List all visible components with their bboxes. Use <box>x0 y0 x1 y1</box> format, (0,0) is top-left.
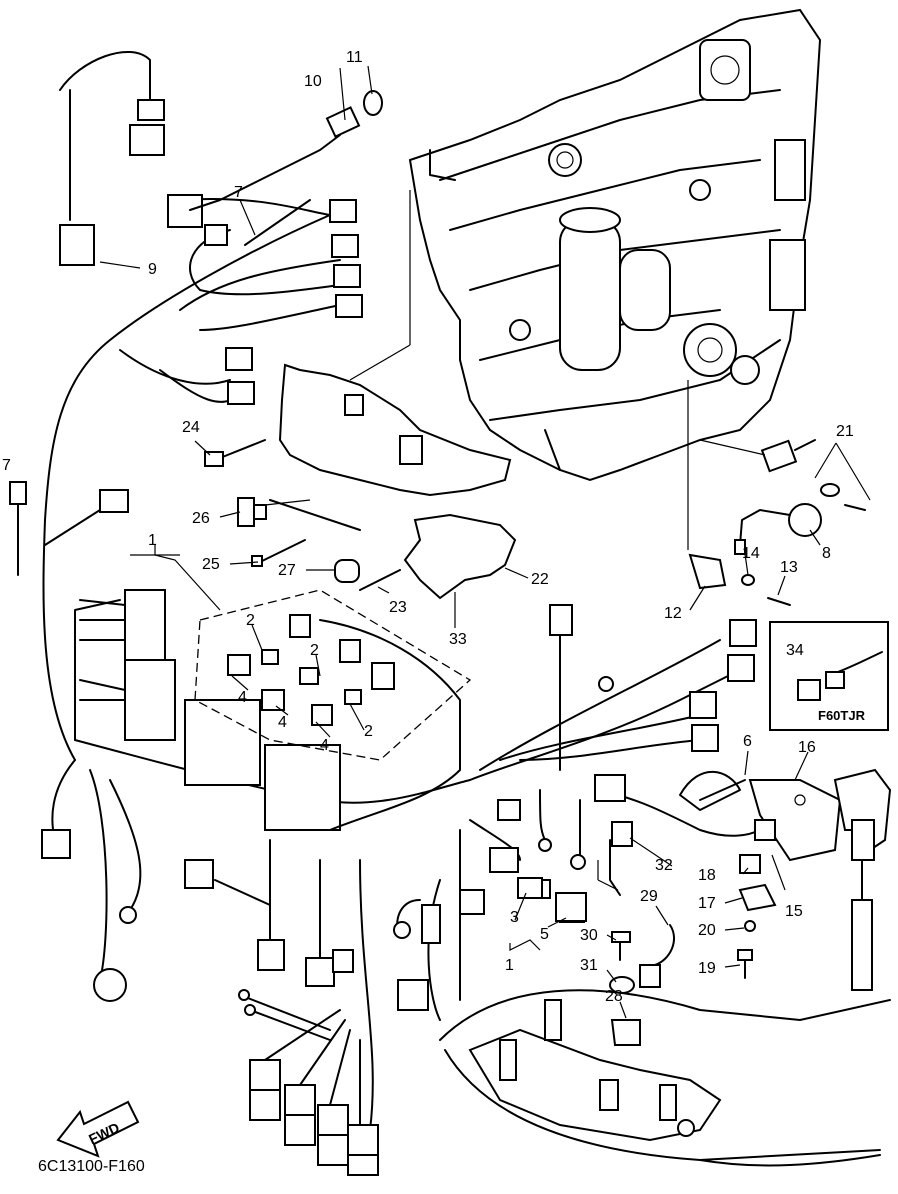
callout-31: 31 <box>580 957 598 974</box>
misc-parts-cover <box>237 497 401 591</box>
callout-20: 20 <box>698 922 716 939</box>
callout-16: 16 <box>798 739 816 756</box>
callout-24: 24 <box>182 419 200 436</box>
callout-33: 33 <box>449 631 467 648</box>
callout-27: 27 <box>278 562 296 579</box>
callout-25: 25 <box>202 556 220 573</box>
bracket-16-assembly <box>737 779 842 979</box>
callout-32: 32 <box>655 857 673 874</box>
callout-leaders <box>99 65 871 1019</box>
callout-14: 14 <box>742 545 760 562</box>
callout-26: 26 <box>192 510 210 527</box>
main-harness <box>9 50 471 1176</box>
callout-13: 13 <box>780 559 798 576</box>
callout-9: 9 <box>148 261 157 278</box>
sensor-21-assembly <box>687 380 866 606</box>
callout-19: 19 <box>698 960 716 977</box>
inset-f60tjr: F60TJR <box>769 621 889 731</box>
callout-34: 34 <box>786 642 804 659</box>
callout-7-left: 7 <box>2 457 11 474</box>
callout-4-c: 4 <box>320 737 329 754</box>
callout-15: 15 <box>785 903 803 920</box>
callout-4-a: 4 <box>238 689 247 706</box>
callout-1-lower: 1 <box>505 957 514 974</box>
callout-2-bottom: 2 <box>364 723 373 740</box>
callout-labels: 1 1 2 2 2 3 4 4 4 5 6 7 7 8 9 10 11 12 1… <box>2 49 854 1005</box>
trim-sensor-assembly <box>833 768 892 991</box>
cdi-unit-assembly <box>74 589 472 831</box>
callout-1-harness: 1 <box>148 532 157 549</box>
callout-5: 5 <box>540 926 549 943</box>
callout-8: 8 <box>822 545 831 562</box>
inset-caption: F60TJR <box>818 708 866 723</box>
sub-harness-right <box>393 604 761 1021</box>
callout-7-top: 7 <box>234 184 243 201</box>
callout-22: 22 <box>531 571 549 588</box>
callout-10: 10 <box>304 73 322 90</box>
callout-11: 11 <box>346 49 363 66</box>
cover-22 <box>278 190 517 600</box>
callout-29: 29 <box>640 888 658 905</box>
callout-4-b: 4 <box>278 714 287 731</box>
callout-2-top: 2 <box>246 612 255 629</box>
callout-21: 21 <box>836 423 854 440</box>
drawing-code: 6C13100-F160 <box>38 1158 145 1175</box>
callout-3: 3 <box>510 909 519 926</box>
callout-23: 23 <box>389 599 407 616</box>
callout-17: 17 <box>698 895 716 912</box>
callout-18: 18 <box>698 867 716 884</box>
callout-12: 12 <box>664 605 682 622</box>
callout-2-mid: 2 <box>310 642 319 659</box>
lower-cowling <box>439 989 891 1167</box>
callout-6: 6 <box>743 733 752 750</box>
callout-28: 28 <box>605 988 623 1005</box>
fwd-arrow: FWD <box>56 1100 140 1158</box>
callout-30: 30 <box>580 927 598 944</box>
engine-block <box>408 8 822 482</box>
